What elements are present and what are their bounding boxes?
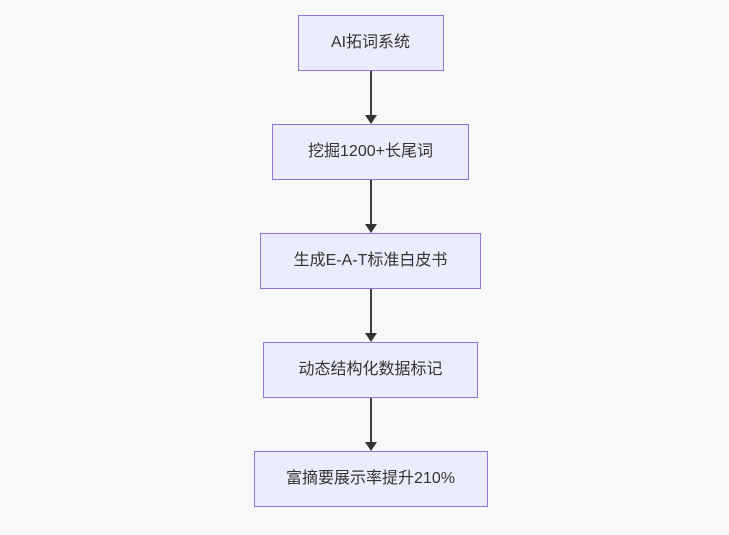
flow-edge-1: [364, 71, 377, 124]
arrow-head-icon: [364, 333, 377, 342]
arrow-line: [369, 180, 372, 225]
flow-edge-3: [364, 289, 377, 342]
node-label: 挖掘1200+长尾词: [308, 143, 433, 160]
flow-edge-2: [364, 180, 377, 233]
node-longtail-mining: 挖掘1200+长尾词: [272, 124, 469, 180]
flowchart-canvas: AI拓词系统 挖掘1200+长尾词 生成E-A-T标准白皮书 动态结构化数据标记…: [6, 0, 729, 535]
arrow-head-icon: [364, 224, 377, 233]
arrow-head-icon: [364, 442, 377, 451]
flow-edge-4: [364, 398, 377, 451]
node-label: AI拓词系统: [330, 34, 411, 51]
node-structured-data-markup: 动态结构化数据标记: [263, 342, 478, 398]
node-label: 生成E-A-T标准白皮书: [293, 252, 448, 269]
node-label: 富摘要展示率提升210%: [286, 470, 455, 487]
node-eat-whitepaper: 生成E-A-T标准白皮书: [260, 233, 481, 289]
node-label: 动态结构化数据标记: [298, 361, 443, 378]
node-rich-snippet-result: 富摘要展示率提升210%: [253, 451, 488, 507]
node-ai-expansion-system: AI拓词系统: [297, 15, 444, 71]
arrow-line: [369, 71, 372, 116]
arrow-line: [369, 398, 372, 443]
arrow-line: [369, 289, 372, 334]
arrow-head-icon: [364, 115, 377, 124]
